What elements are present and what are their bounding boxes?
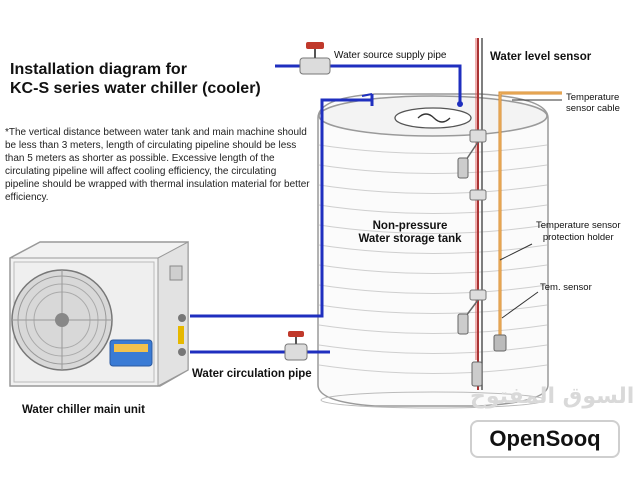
chiller-unit <box>9 241 189 387</box>
diagram-title: Installation diagram for KC-S series wat… <box>10 60 310 98</box>
leader-lines <box>499 99 562 319</box>
opensooq-brand-text: OpenSooq <box>489 426 601 451</box>
title-line-1: Installation diagram for <box>10 61 187 78</box>
temperature-sensor-cable <box>493 91 562 352</box>
circulation-pipes <box>190 98 374 361</box>
supply-pipe <box>275 42 463 107</box>
supply-pipe-label: Water source supply pipe <box>334 50 447 61</box>
title-line-2: KC-S series water chiller (cooler) <box>10 80 261 97</box>
fan-icon <box>11 269 113 371</box>
tank-label-line-1: Non-pressure <box>372 220 448 232</box>
tank-label-line-2: Water storage tank <box>358 233 462 245</box>
protection-holder-label: Temperature sensor protection holder <box>536 220 621 243</box>
main-unit-label: Water chiller main unit <box>22 404 145 416</box>
circulation-valve-icon <box>284 331 308 361</box>
tem-sensor-label: Tem. sensor <box>540 282 592 293</box>
water-storage-tank <box>317 93 549 409</box>
level-sensor-label: Water level sensor <box>490 51 592 63</box>
opensooq-logo: OpenSooq <box>470 420 620 458</box>
temp-cable-label: Temperature sensor cable <box>566 92 620 114</box>
tank-label: Non-pressure Water storage tank <box>340 220 480 246</box>
watermark-arabic: السوق المفتوح <box>470 384 635 409</box>
circulation-pipe-label: Water circulation pipe <box>192 368 312 380</box>
installation-note: *The vertical distance between water tan… <box>5 127 310 203</box>
water-level-sensor <box>457 38 487 390</box>
supply-valve-icon <box>299 42 331 75</box>
